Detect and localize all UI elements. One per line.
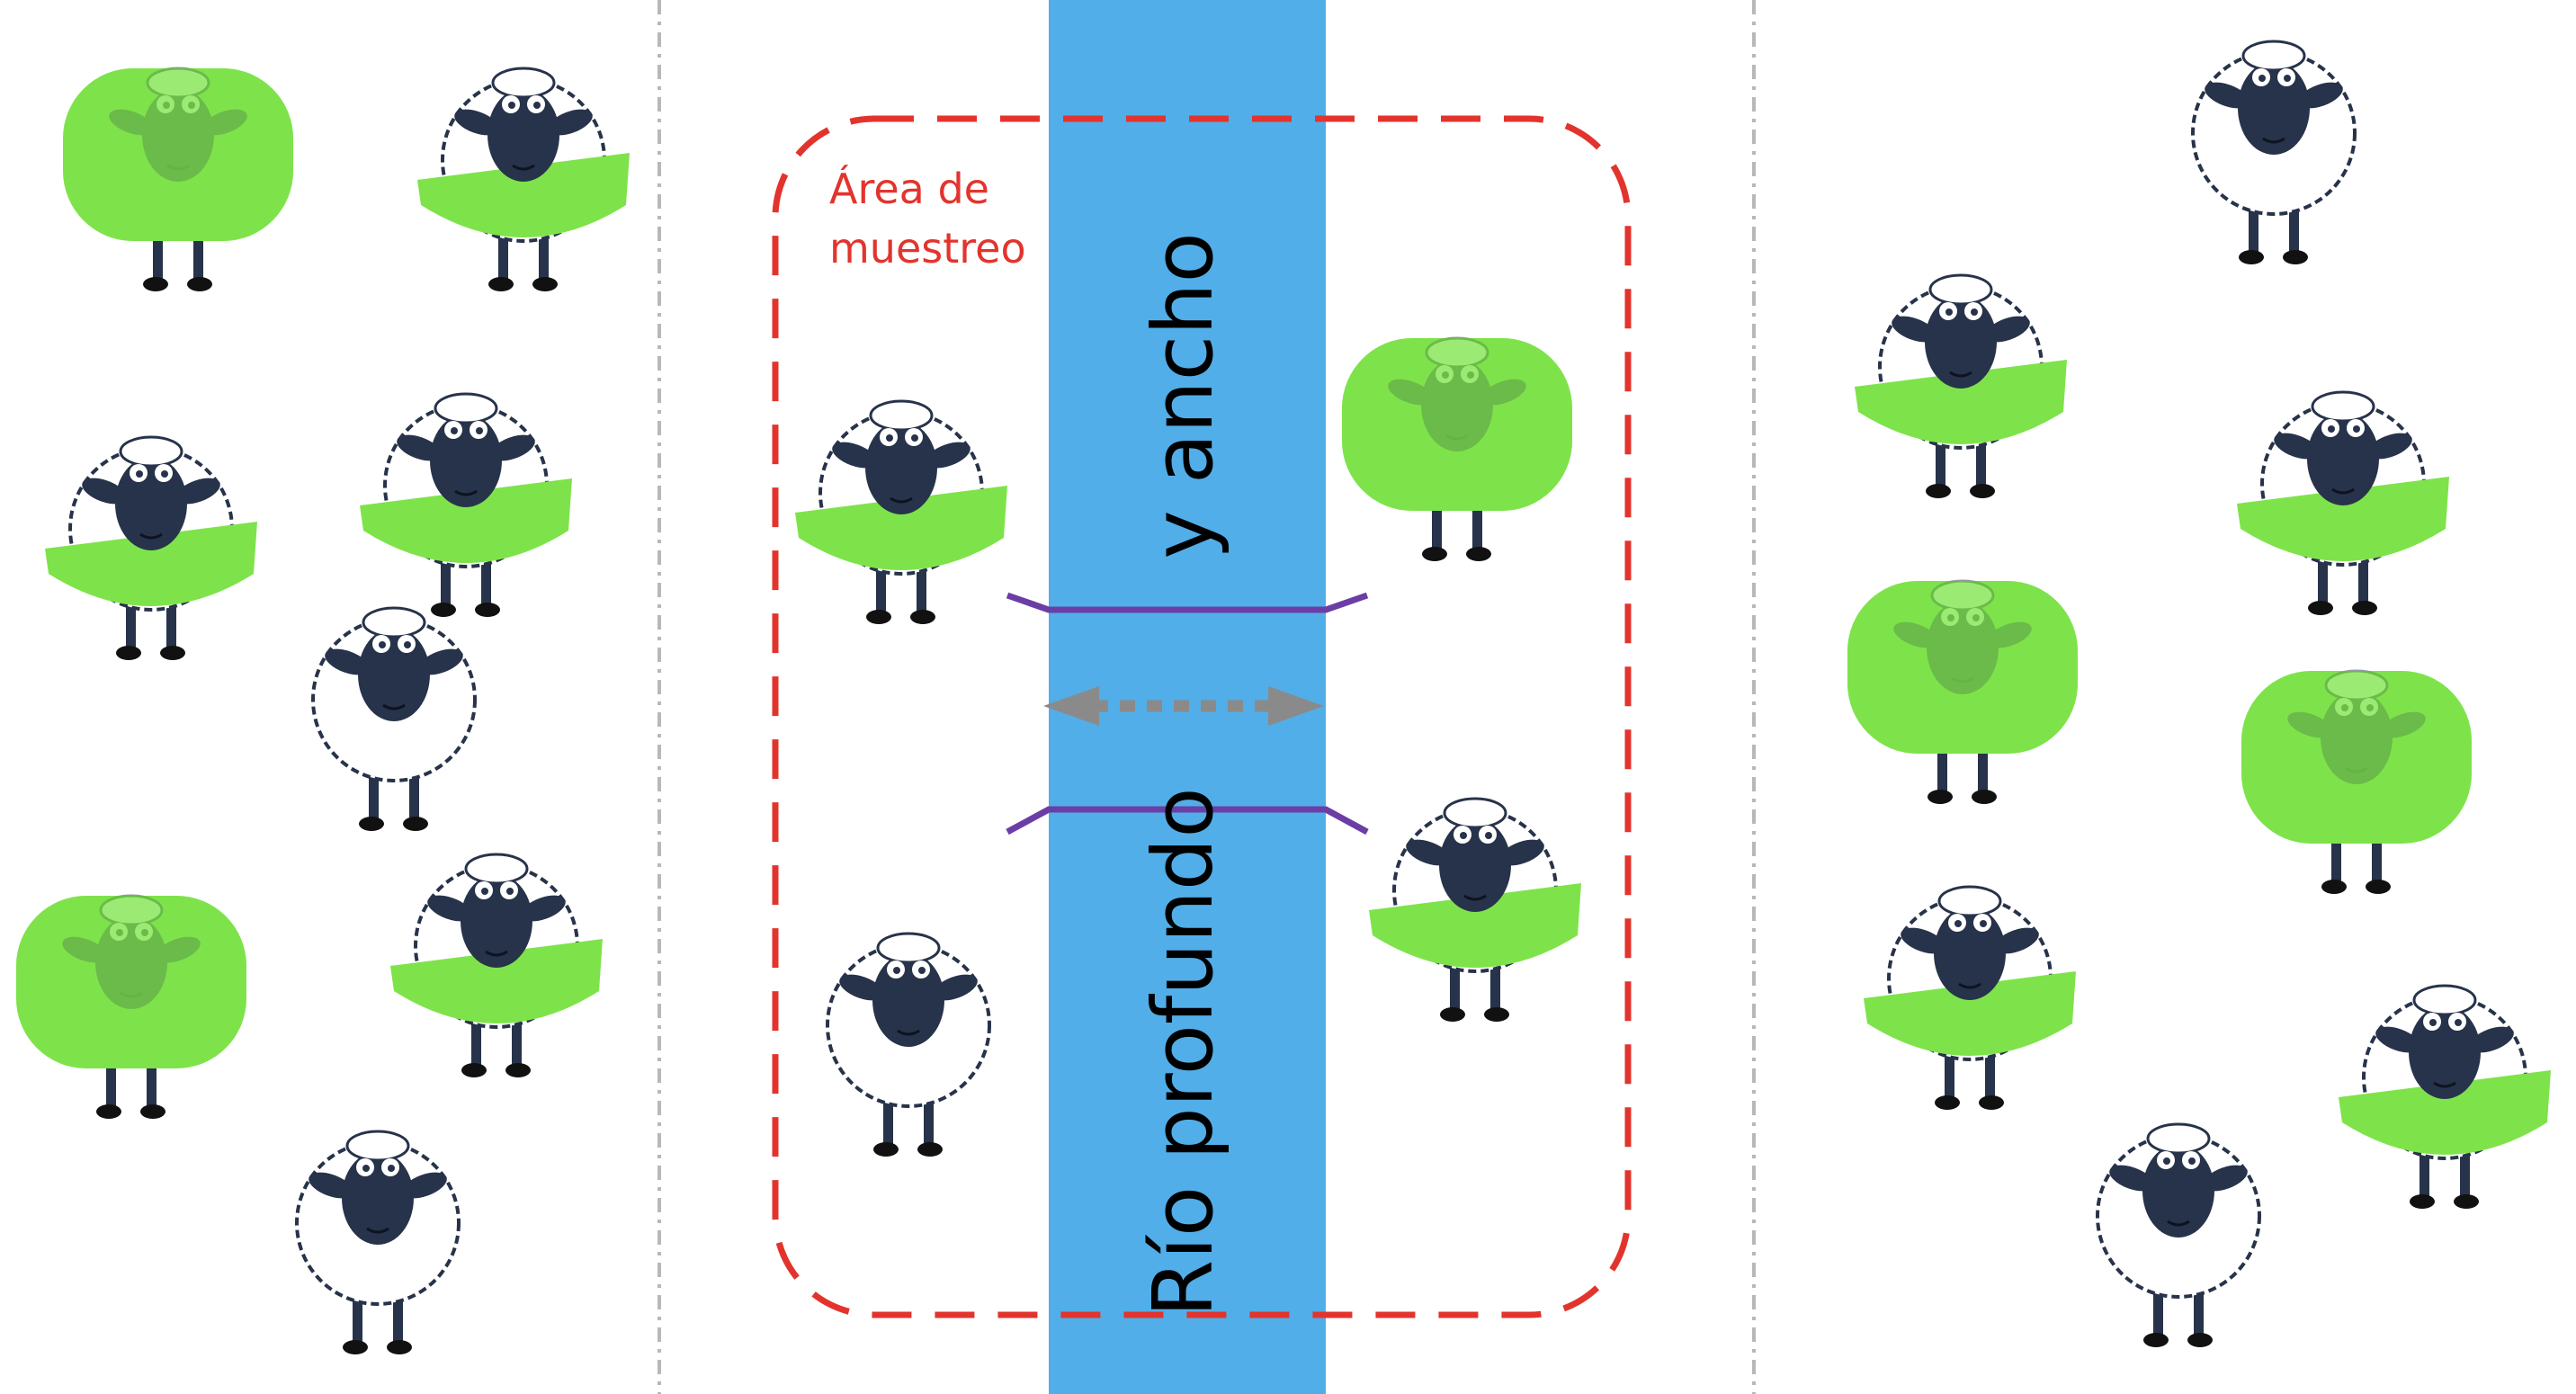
river-label-lower: Río profundo (1135, 787, 1231, 1317)
sheep-white-icon (2097, 1124, 2259, 1347)
sheep-white-icon (313, 608, 475, 831)
sheep-half-green-icon (417, 68, 630, 291)
sheep-green-icon (2241, 671, 2472, 894)
sheep-green-icon (1342, 338, 1572, 561)
crossing-arrow (1043, 686, 1324, 726)
sampling-area-outline (772, 115, 1632, 1318)
arrow-right-icon (1268, 686, 1324, 726)
sheep-white-icon (2193, 41, 2355, 264)
sampling-area-label-line2: muestreo (829, 224, 1026, 273)
lower-bank-line (1006, 806, 1369, 836)
sheep-green-icon (1847, 581, 2078, 804)
arrow-left-icon (1043, 686, 1099, 726)
sheep-half-green-icon (1855, 275, 2067, 498)
sheep-half-green-icon (390, 854, 603, 1077)
sheep-half-green-icon (1369, 799, 1581, 1022)
sheep-half-green-icon (360, 394, 572, 617)
river-label-upper: y ancho (1135, 232, 1231, 559)
sampling-area-label: Área de muestreo (829, 165, 1026, 273)
sheep-half-green-icon (2339, 986, 2551, 1209)
sheep-white-icon (297, 1131, 459, 1354)
sheep-half-green-icon (2237, 392, 2449, 615)
sheep-half-green-icon (795, 401, 1007, 624)
sheep-right-region (1847, 41, 2551, 1347)
sheep-green-icon (16, 896, 246, 1119)
upper-bank-line (1006, 592, 1369, 613)
sampling-area-label-line1: Área de (829, 165, 989, 213)
sheep-half-green-icon (45, 437, 257, 660)
sheep-half-green-icon (1864, 887, 2076, 1110)
river-banks (1006, 592, 1369, 836)
sheep-green-icon (63, 68, 293, 291)
sheep-white-icon (827, 934, 989, 1157)
region-dividers (657, 0, 1756, 1394)
sheep-left-region (16, 68, 630, 1354)
